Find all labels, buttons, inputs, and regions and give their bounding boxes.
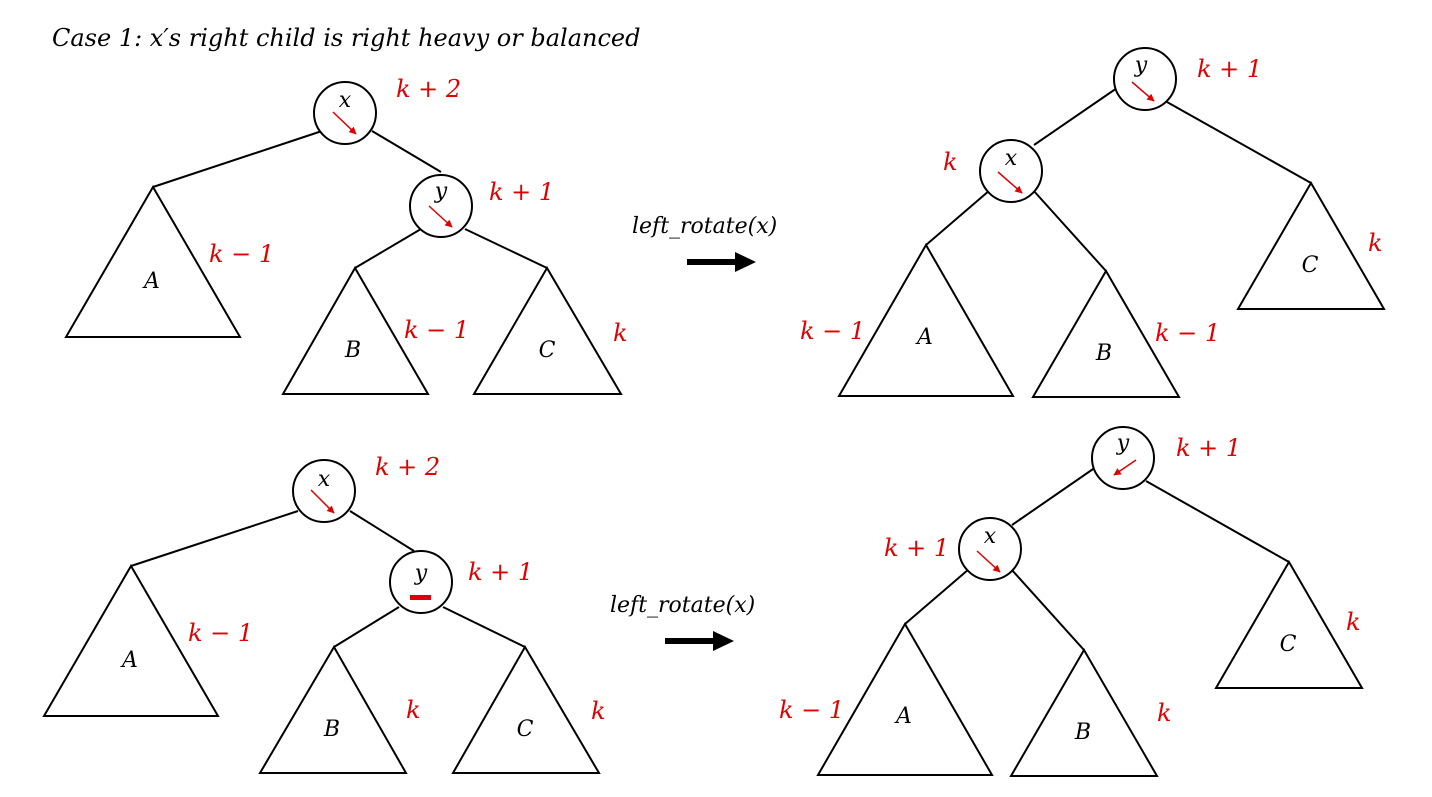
- edge-y-B: [333, 606, 400, 648]
- row2-after-tree: y x A B C k + 1 k + 1 k − 1 k k: [779, 426, 1364, 777]
- node-x: [292, 459, 356, 523]
- height-label-C: k: [1346, 608, 1361, 636]
- subtree-C-label: C: [517, 717, 534, 742]
- subtree-A: [837, 242, 1015, 397]
- edge-y-C: [464, 228, 548, 269]
- balance-right-arrow: [997, 171, 1023, 194]
- right-arrow-icon: [665, 631, 734, 651]
- balanced-marker: [410, 595, 431, 600]
- subtree-A-label: A: [120, 648, 138, 673]
- subtree-C: [472, 266, 623, 395]
- node-y: [409, 174, 473, 238]
- height-label-A: k − 1: [188, 619, 253, 647]
- node-x-label: x: [318, 467, 331, 492]
- balance-right-arrow: [428, 205, 453, 228]
- subtree-A-label: A: [915, 325, 933, 350]
- case-caption: Case 1: x′s right child is right heavy o…: [52, 24, 640, 52]
- height-label-C: k: [591, 697, 606, 725]
- height-label-x: k + 2: [396, 75, 461, 103]
- edge-x-B: [1032, 189, 1107, 272]
- height-label-C: k: [613, 319, 628, 347]
- subtree-B: [281, 265, 430, 395]
- edge-x-B: [1010, 568, 1085, 651]
- row1-before-tree: x y A B C k + 2 k + 1 k − 1 k − 1 k: [64, 75, 628, 395]
- height-label-A: k − 1: [800, 317, 865, 345]
- row2-before-tree: x y A B C k + 2 k + 1 k − 1 k k: [42, 453, 606, 774]
- subtree-A: [816, 621, 994, 776]
- edge-y-C: [1145, 480, 1290, 563]
- height-label-B: k: [406, 696, 421, 724]
- balance-left-arrow: [1113, 459, 1137, 476]
- edge-x-A: [152, 130, 323, 188]
- edge-y-B: [354, 228, 422, 269]
- subtree-B-label: B: [344, 338, 361, 363]
- row1-after-tree: y x A B C k + 1 k k − 1 k − 1 k: [800, 47, 1386, 398]
- node-x: [958, 517, 1022, 581]
- node-y-label: y: [1116, 431, 1130, 456]
- node-x-label: x: [339, 88, 352, 113]
- height-label-B: k: [1157, 699, 1172, 727]
- edge-x-y: [371, 130, 442, 173]
- subtree-A: [42, 564, 220, 717]
- node-x: [979, 139, 1043, 203]
- subtree-C-label: C: [539, 338, 556, 363]
- subtree-A: [64, 185, 242, 338]
- balance-right-arrow: [1131, 81, 1155, 102]
- height-label-x: k + 1: [884, 534, 949, 562]
- edge-y-C: [1166, 101, 1312, 184]
- subtree-B: [258, 645, 408, 774]
- balance-right-arrow: [310, 489, 335, 514]
- subtree-C: [1236, 181, 1386, 310]
- edge-y-x: [1033, 87, 1118, 146]
- balance-right-arrow: [332, 111, 357, 135]
- node-y-label: y: [434, 179, 448, 204]
- subtree-A-label: A: [142, 269, 160, 294]
- operation-label: left_rotate(x): [632, 214, 777, 239]
- subtree-B-label: B: [323, 717, 340, 742]
- subtree-A-label: A: [894, 704, 912, 729]
- edge-y-C: [442, 606, 526, 648]
- subtree-B-label: B: [1095, 341, 1112, 366]
- edge-x-A: [130, 510, 299, 567]
- edge-x-y: [349, 510, 415, 552]
- node-y: [389, 550, 453, 614]
- subtree-B: [1031, 269, 1181, 398]
- height-label-y: k + 1: [1197, 55, 1262, 83]
- subtree-B: [1009, 648, 1159, 777]
- node-x-label: x: [984, 524, 997, 549]
- edge-x-A: [904, 568, 970, 625]
- subtree-C: [1214, 560, 1364, 689]
- node-y: [1113, 47, 1177, 111]
- subtree-C: [451, 645, 601, 774]
- edge-x-A: [925, 189, 991, 246]
- height-label-y: k + 1: [489, 178, 554, 206]
- height-label-B: k − 1: [404, 316, 469, 344]
- balance-right-arrow: [976, 550, 1001, 573]
- height-label-A: k − 1: [209, 240, 274, 268]
- height-label-A: k − 1: [779, 696, 844, 724]
- node-y-label: y: [1134, 53, 1148, 78]
- edge-y-x: [1011, 466, 1097, 526]
- subtree-C-label: C: [1302, 253, 1319, 278]
- height-label-y: k + 1: [468, 558, 533, 586]
- node-y-label: y: [414, 561, 428, 586]
- node-x-label: x: [1005, 146, 1018, 171]
- node-y: [1091, 426, 1155, 490]
- height-label-B: k − 1: [1155, 319, 1220, 347]
- subtree-C-label: C: [1280, 632, 1297, 657]
- height-label-x: k + 2: [375, 453, 440, 481]
- height-label-C: k: [1368, 229, 1383, 257]
- subtree-B-label: B: [1074, 720, 1091, 745]
- right-arrow-icon: [687, 252, 756, 272]
- node-x: [313, 81, 377, 145]
- height-label-x: k: [943, 148, 958, 176]
- height-label-y: k + 1: [1176, 434, 1241, 462]
- operation-label: left_rotate(x): [610, 593, 755, 618]
